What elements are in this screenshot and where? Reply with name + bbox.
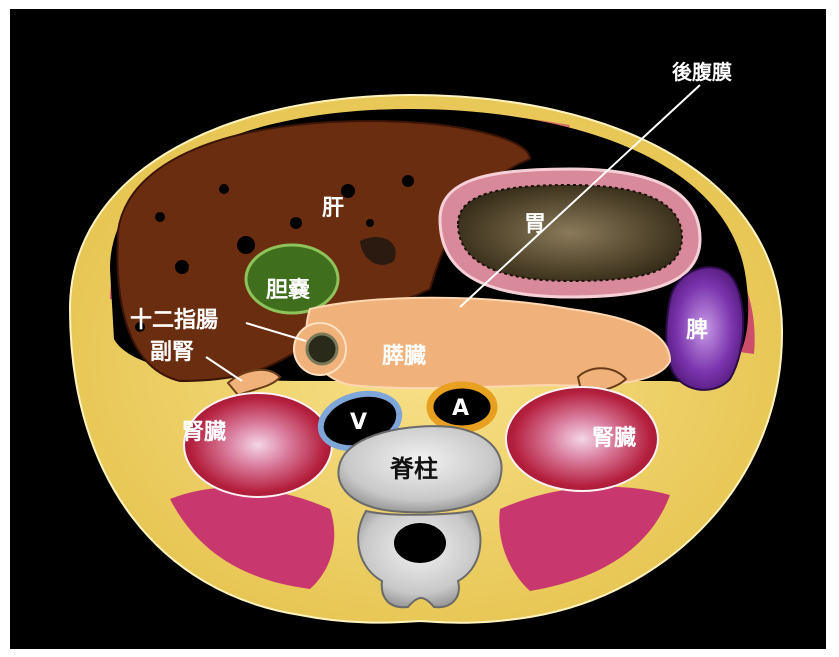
label-spine: 脊柱: [389, 455, 438, 483]
label-pancreas: 膵臓: [382, 344, 426, 369]
duodenum-lumen: [307, 334, 337, 364]
label-stomach: 胃: [524, 212, 546, 237]
label-aorta: A: [452, 396, 469, 421]
label-retroperitoneum: 後腹膜: [672, 60, 732, 84]
abdomen-cross-section: 後腹膜 肝 胃 胆嚢 十二指腸 副腎 膵臓 脾 V A 腎臓 腎臓 脊柱: [10, 9, 826, 649]
label-gallbladder: 胆嚢: [266, 278, 310, 303]
label-liver: 肝: [322, 196, 344, 221]
label-duodenum: 十二指腸: [130, 308, 218, 333]
label-adrenal: 副腎: [150, 340, 194, 365]
kidney-left: [184, 393, 332, 497]
label-vein: V: [350, 410, 367, 435]
spinal-canal: [394, 523, 446, 563]
label-spleen: 脾: [686, 318, 708, 343]
diagram-frame: 後腹膜 肝 胃 胆嚢 十二指腸 副腎 膵臓 脾 V A 腎臓 腎臓 脊柱: [10, 9, 826, 649]
stomach-lumen: [458, 185, 682, 281]
label-kidney-left: 腎臓: [182, 420, 226, 445]
label-kidney-right: 腎臓: [592, 426, 636, 451]
